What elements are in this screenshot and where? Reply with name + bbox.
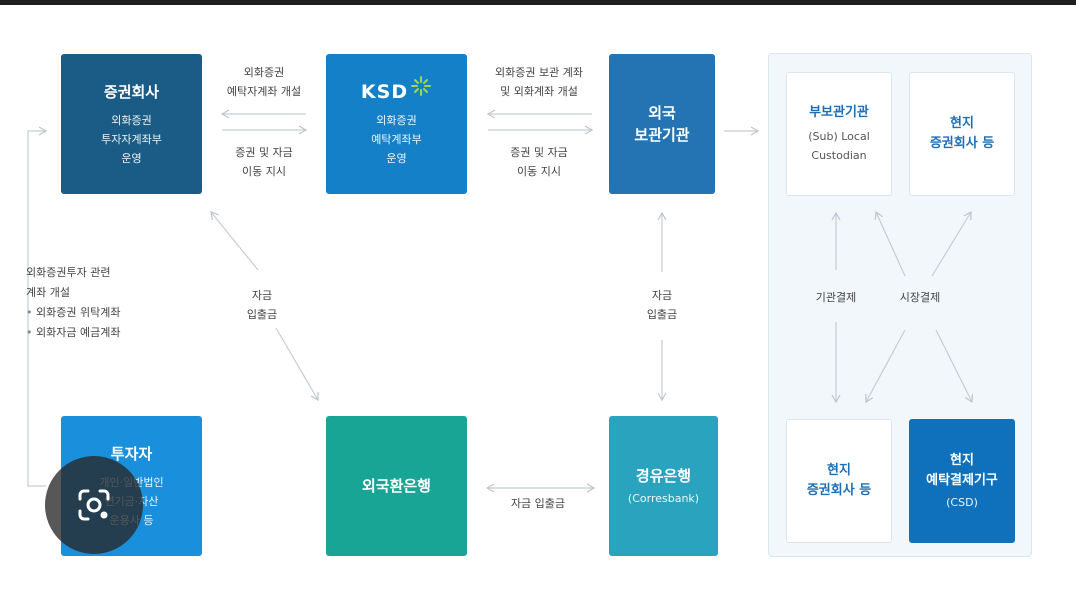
notes-heading: 외화증권투자 관련 계좌 개설: [26, 266, 111, 299]
fx-bank-title: 외국환은행: [361, 477, 431, 495]
local-broker-bottom-title: 현지 증권회사 등: [806, 463, 872, 498]
arrow-mkt-up-left: [874, 210, 906, 277]
securities-company-box: 증권회사 외화증권 투자자계좌부 운영: [61, 54, 202, 194]
label-sc-ksd-account: 외화증권 예탁자계좌 개설: [226, 66, 302, 98]
ksd-star-icon: [411, 75, 432, 96]
label-ksd-fc-account: 외화증권 보관 계좌 및 외화계좌 개설: [495, 66, 583, 98]
correspondent-bank-box: 경유은행 (Corresbank): [609, 416, 718, 556]
label-sc-ksd-instruction: 증권 및 자금 이동 지시: [235, 146, 293, 178]
local-csd-title: 현지 예탁결제기구: [926, 452, 998, 488]
local-broker-top-title: 현지 증권회사 등: [929, 116, 995, 151]
label-bank-corr-funds: 자금 입출금: [510, 497, 566, 510]
local-broker-top-box: 현지 증권회사 등: [909, 72, 1015, 196]
ksd-box: KSD 외화증권 예탁계좌부 운영: [326, 54, 467, 194]
arrow-mkt-down-left: [865, 329, 906, 404]
securities-company-desc: 외화증권 투자자계좌부 운영: [101, 113, 162, 165]
local-csd-desc: (CSD): [946, 495, 978, 509]
google-lens-icon: [78, 489, 110, 521]
notes-item: 외화증권 위탁계좌: [26, 303, 120, 323]
label-market-settlement: 시장결제: [899, 291, 941, 304]
ksd-logo-text: KSD: [360, 80, 409, 103]
label-inst-settlement: 기관결제: [815, 291, 857, 304]
account-opening-notes: 외화증권투자 관련 계좌 개설 외화증권 위탁계좌 외화자금 예금계좌: [26, 263, 120, 343]
sub-custodian-box: 부보관기관 (Sub) Local Custodian: [786, 72, 892, 196]
arrow-sc-bank-down: [275, 327, 319, 402]
label-sc-bank-funds: 자금 입출금: [246, 289, 278, 321]
ksd-logo: KSD: [360, 75, 432, 103]
foreign-custodian-box: 외국 보관기관: [609, 54, 715, 194]
correspondent-bank-title: 경유은행: [635, 466, 692, 485]
local-broker-bottom-box: 현지 증권회사 등: [786, 419, 892, 543]
correspondent-bank-desc: (Corresbank): [627, 491, 700, 505]
label-fc-corr-funds: 자금 입출금: [646, 289, 678, 321]
label-ksd-fc-instruction: 증권 및 자금 이동 지시: [510, 146, 568, 178]
arrow-sc-bank-up: [210, 211, 259, 271]
securities-company-title: 증권회사: [103, 82, 160, 101]
top-bar: [0, 0, 1076, 5]
arrow-mkt-down-right: [935, 329, 974, 404]
fx-bank-box: 외국환은행: [326, 416, 467, 556]
notes-item: 외화자금 예금계좌: [26, 323, 120, 343]
arrow-mkt-up-right: [931, 210, 972, 277]
ksd-desc: 외화증권 예탁계좌부 운영: [371, 113, 422, 165]
foreign-custodian-title: 외국 보관기관: [634, 104, 690, 144]
sub-custodian-title: 부보관기관: [809, 105, 869, 120]
local-csd-box: 현지 예탁결제기구 (CSD): [909, 419, 1015, 543]
investor-title: 투자자: [110, 444, 153, 463]
sub-custodian-desc: (Sub) Local Custodian: [808, 130, 870, 162]
google-lens-button[interactable]: [45, 456, 143, 554]
